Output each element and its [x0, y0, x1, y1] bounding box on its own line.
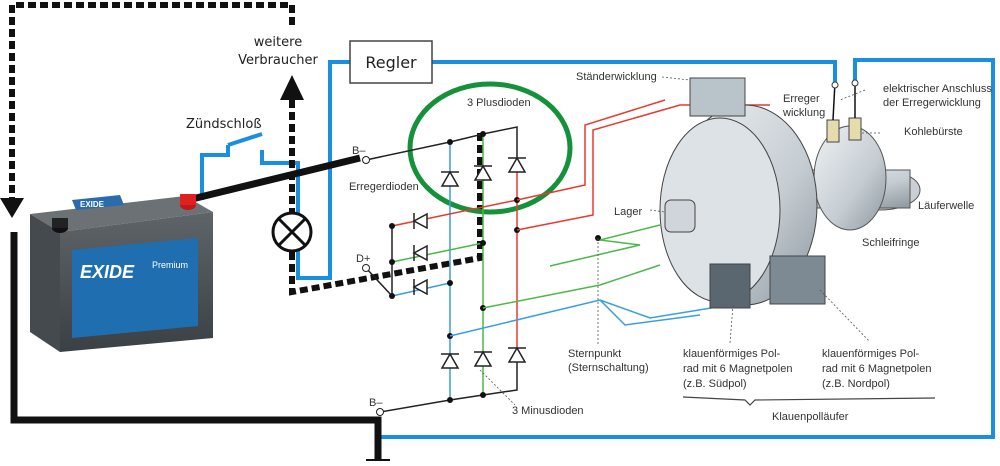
d-plus-label: D+ — [356, 253, 370, 265]
battery-brand: EXIDE — [80, 262, 135, 282]
b-minus-terminal — [376, 408, 384, 416]
suedpol-label-1: klauenförmiges Pol- — [683, 348, 781, 360]
regler-box — [349, 40, 433, 84]
battery: EXIDE EXIDE Premium — [30, 194, 213, 352]
zuendschloss-label: Zündschloß — [186, 117, 262, 132]
diode-symbols — [412, 156, 527, 369]
battery-brand-top: EXIDE — [80, 200, 105, 209]
brush-2 — [848, 117, 862, 141]
regler-label: Regler — [365, 53, 417, 72]
d-plus-terminal — [362, 264, 370, 272]
blue-control-circuit — [200, 58, 995, 439]
suedpol-label-2: rad mit 6 Magnetpolen — [683, 363, 792, 375]
leader-lines — [479, 76, 880, 406]
rectifier-bridge — [365, 126, 518, 413]
kohlebuerste-label: Kohlebürste — [904, 126, 963, 138]
anschluss-label-2: der Erregerwicklung — [883, 97, 981, 109]
plusdioden-label: 3 Plusdioden — [467, 97, 531, 109]
erregerwicklung-label-2: wicklung — [782, 107, 825, 119]
dashed-current-path — [9, 2, 483, 296]
junction-dots — [389, 131, 601, 403]
nordpol-label-3: (z.B. Nordpol) — [822, 378, 890, 390]
ground-wire — [10, 232, 382, 460]
erregerwicklung-label-1: Erreger — [783, 93, 820, 105]
arrow-up-icon — [280, 75, 304, 100]
suedpol-label-3: (z.B. Südpol) — [683, 378, 747, 390]
erregerdioden-label: Erregerdioden — [349, 181, 419, 193]
staenderwicklung-label: Ständerwicklung — [576, 71, 657, 83]
anschluss-label-1: elektrischer Anschluss — [883, 83, 992, 95]
b-minus-label: B– — [369, 397, 383, 409]
battery-series: Premium — [152, 260, 188, 270]
sternpunkt-label-1: Sternpunkt — [568, 348, 621, 360]
alternator-illustration — [659, 77, 921, 309]
laeuferwelle-label: Läuferwelle — [918, 200, 974, 212]
b-plus-terminal — [362, 156, 370, 164]
lamp-icon — [271, 211, 313, 253]
schleifringe-label: Schleifringe — [862, 237, 919, 249]
nordpol-label-2: rad mit 6 Magnetpolen — [822, 363, 931, 375]
weitere-verbraucher-label-2: Verbraucher — [238, 53, 318, 68]
minusdioden-label: 3 Minusdioden — [512, 405, 584, 417]
battery-plus-wire — [187, 154, 361, 204]
brush-1 — [826, 119, 840, 143]
arrow-down-icon — [0, 198, 24, 218]
klauenpollaeufer-label: Klauenpolläufer — [772, 411, 849, 423]
nordpol-label-1: klauenförmiges Pol- — [822, 348, 920, 360]
klauenpollaeufer-brace — [682, 396, 936, 406]
plusdioden-highlight — [407, 81, 573, 215]
lager-label: Lager — [614, 206, 642, 218]
b-plus-label: B– — [352, 145, 366, 157]
sternpunkt-label-2: (Sternschaltung) — [568, 362, 649, 374]
weitere-verbraucher-label-1: weitere — [254, 35, 302, 50]
